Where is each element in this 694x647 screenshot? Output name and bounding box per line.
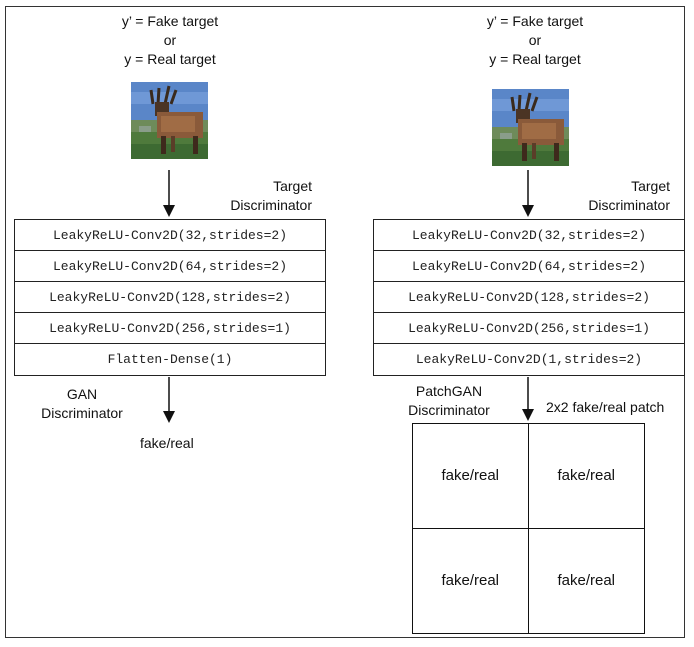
patch-cell-bottom-right: fake/real <box>557 572 616 590</box>
left-title-line-2: or <box>163 32 177 48</box>
left-title-line-3: y = Real target <box>124 51 216 67</box>
right-deer-image <box>492 89 569 166</box>
left-deer-image <box>131 82 208 159</box>
patch-label: 2x2 fake/real patch <box>546 399 665 415</box>
left-output-label: fake/real <box>140 435 194 451</box>
patch-cell-top-right: fake/real <box>528 424 644 529</box>
left-disc-label-line-1: GAN <box>66 386 98 402</box>
right-target-label-line-2: Discriminator <box>588 197 670 213</box>
left-target-label-line-1: Target <box>273 178 312 194</box>
right-disc-label-line-2: Discriminator <box>408 402 490 418</box>
right-layer-5: LeakyReLU-Conv2D(1,strides=2) <box>415 352 643 367</box>
left-title: y’ = Fake target or y = Real target <box>80 12 260 69</box>
left-layer-4: LeakyReLU-Conv2D(256,strides=1) <box>15 313 325 344</box>
right-disc-label-line-1: PatchGAN <box>415 383 483 399</box>
patch-grid: fake/real fake/real fake/real fake/real <box>412 423 645 634</box>
right-title-line-1: y’ = Fake target <box>486 13 584 29</box>
right-layer-3: LeakyReLU-Conv2D(128,strides=2) <box>374 282 684 313</box>
left-layer-stack: LeakyReLU-Conv2D(32,strides=2) LeakyReLU… <box>14 219 326 376</box>
right-title-line-2: or <box>528 32 542 48</box>
left-disc-label-line-2: Discriminator <box>41 405 123 421</box>
left-title-line-1: y’ = Fake target <box>121 13 219 29</box>
patch-cell-bottom-left: fake/real <box>413 528 529 633</box>
left-layer-1: LeakyReLU-Conv2D(32,strides=2) <box>15 220 325 251</box>
right-layer-stack: LeakyReLU-Conv2D(32,strides=2) LeakyReLU… <box>373 219 685 376</box>
left-target-label-line-2: Discriminator <box>230 197 312 213</box>
right-title: y’ = Fake target or y = Real target <box>445 12 625 69</box>
right-disc-label: PatchGAN Discriminator <box>393 382 505 420</box>
left-layer-2: LeakyReLU-Conv2D(64,strides=2) <box>15 251 325 282</box>
right-target-label: Target Discriminator <box>558 177 670 215</box>
left-layer-5: Flatten-Dense(1) <box>107 352 233 367</box>
left-disc-label: GAN Discriminator <box>28 385 136 423</box>
right-target-label-line-1: Target <box>631 178 670 194</box>
right-layer-4: LeakyReLU-Conv2D(256,strides=1) <box>374 313 684 344</box>
left-target-label: Target Discriminator <box>200 177 312 215</box>
right-layer-2: LeakyReLU-Conv2D(64,strides=2) <box>374 251 684 282</box>
right-title-line-3: y = Real target <box>489 51 581 67</box>
left-layer-3: LeakyReLU-Conv2D(128,strides=2) <box>15 282 325 313</box>
right-layer-1: LeakyReLU-Conv2D(32,strides=2) <box>374 220 684 251</box>
patch-cell-top-left: fake/real <box>413 424 529 529</box>
